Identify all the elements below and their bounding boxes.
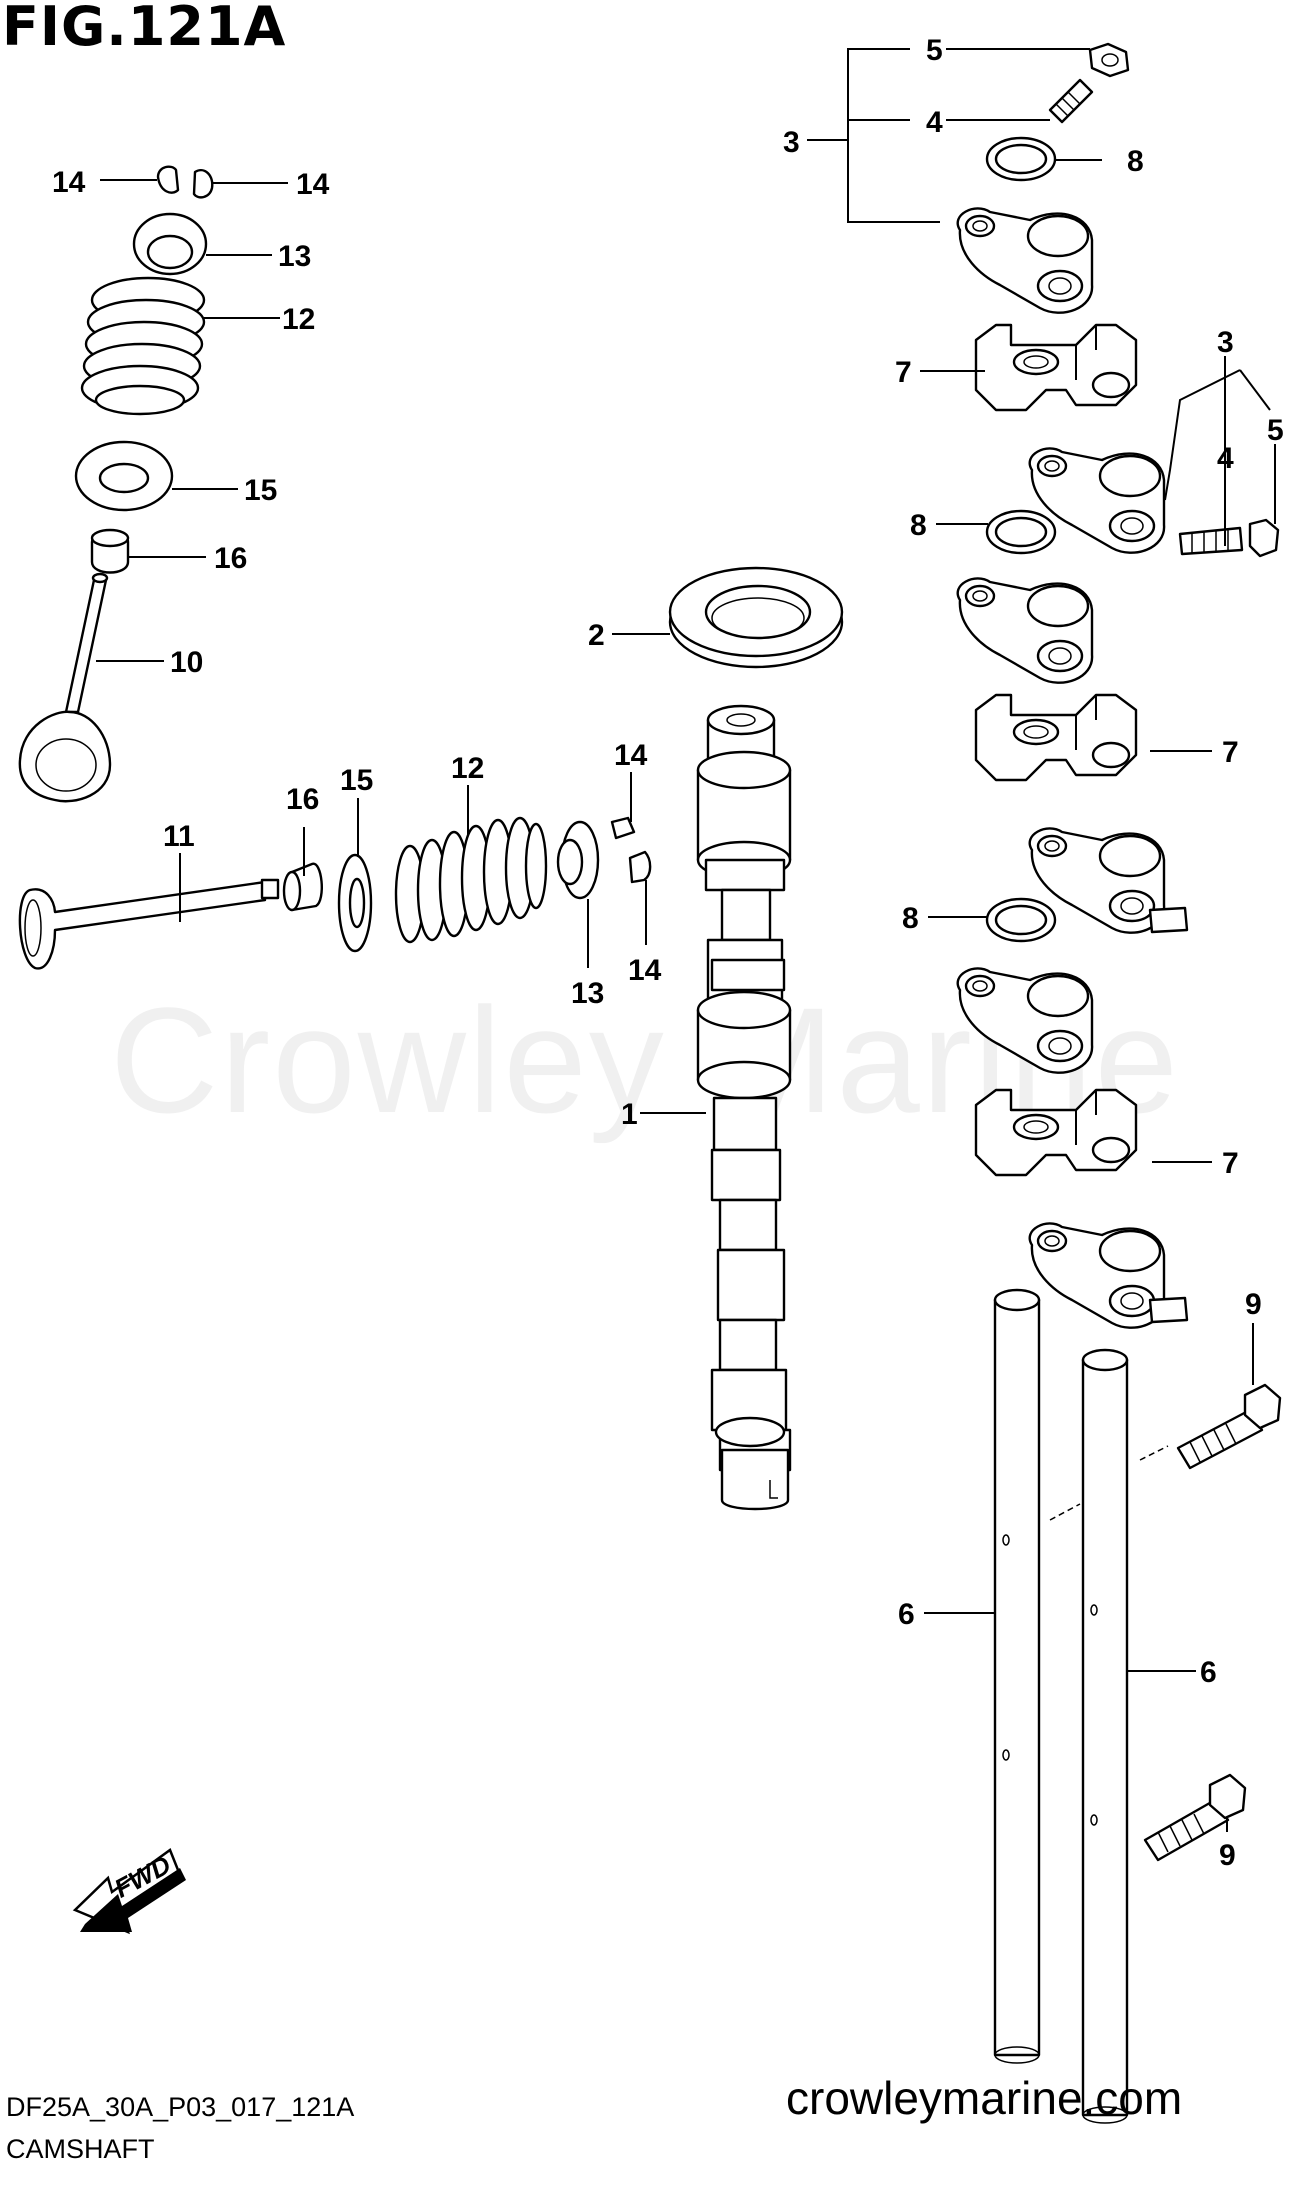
camshaft: [696, 704, 792, 1511]
callout-14a: 14: [52, 166, 86, 199]
fwd-arrow-icon: [72, 1848, 186, 1935]
callout-4b: 4: [1217, 442, 1234, 475]
callout-13a: 13: [278, 240, 311, 273]
callout-14b: 14: [296, 168, 330, 201]
callout-4a: 4: [926, 106, 943, 139]
callout-14c: 14: [614, 739, 648, 772]
callout-9a: 9: [1245, 1288, 1262, 1321]
callout-12a: 12: [282, 303, 315, 336]
drawing-code: DF25A_30A_P03_017_121A: [6, 2092, 355, 2122]
callout-7c: 7: [1222, 1147, 1239, 1180]
callout-1: 1: [621, 1098, 638, 1131]
callout-14d: 14: [628, 954, 662, 987]
callout-8b: 8: [910, 509, 927, 542]
callout-3a: 3: [783, 126, 800, 159]
callout-2: 2: [588, 619, 605, 652]
valve-spring-horizontal: [394, 816, 548, 944]
callout-5a: 5: [926, 34, 943, 67]
callout-8a: 8: [1127, 145, 1144, 178]
callout-5b: 5: [1267, 414, 1284, 447]
callout-3b: 3: [1217, 326, 1234, 359]
callout-6b: 6: [1200, 1656, 1217, 1689]
callout-12b: 12: [451, 752, 484, 785]
callout-7a: 7: [895, 356, 912, 389]
rocker-shafts: [993, 1288, 1129, 2124]
callout-15b: 15: [340, 764, 373, 797]
callout-16b: 16: [286, 783, 319, 816]
callout-13b: 13: [571, 977, 604, 1010]
callout-16a: 16: [214, 542, 247, 575]
callout-15a: 15: [244, 474, 277, 507]
valve-spring-top: [80, 276, 206, 416]
drawing-name: CAMSHAFT: [6, 2134, 155, 2164]
callout-10: 10: [170, 646, 203, 679]
website-link[interactable]: crowleymarine.com: [786, 2072, 1183, 2124]
callout-8c: 8: [902, 902, 919, 935]
oil-seal: [668, 566, 844, 669]
callout-7b: 7: [1222, 736, 1239, 769]
callout-9b: 9: [1219, 1839, 1236, 1872]
callout-11: 11: [163, 820, 195, 853]
callout-6a: 6: [898, 1598, 915, 1631]
figure-title: FIG.121A: [2, 0, 287, 58]
